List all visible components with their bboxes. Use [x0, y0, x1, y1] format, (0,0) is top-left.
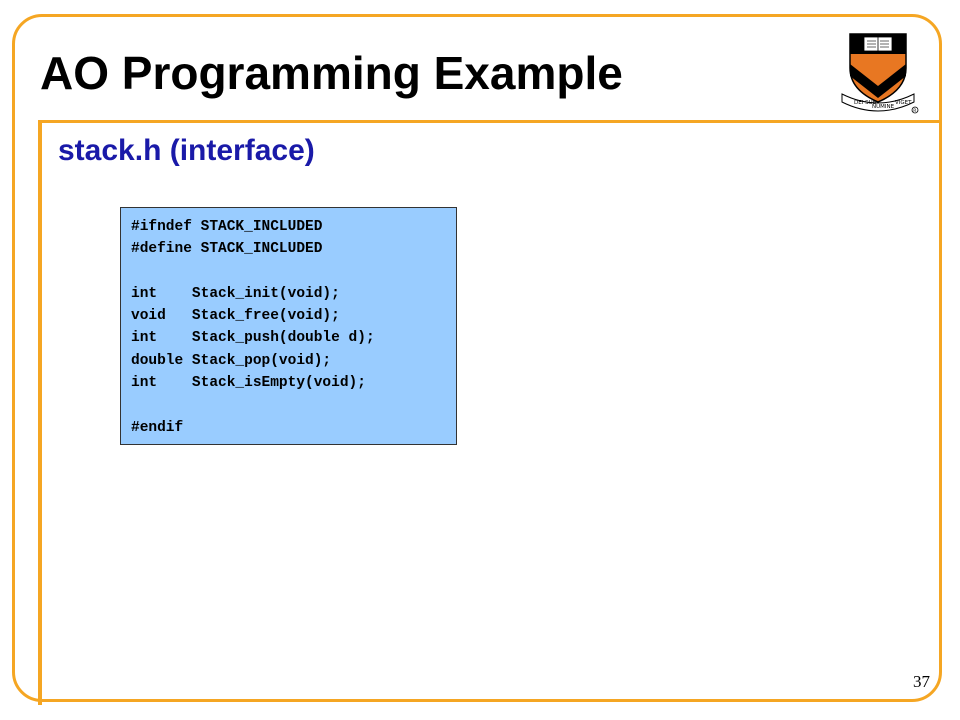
- code-block: #ifndef STACK_INCLUDED #define STACK_INC…: [120, 207, 457, 445]
- left-accent-bar: [38, 120, 42, 705]
- code-line: int Stack_push(double d);: [131, 330, 375, 347]
- princeton-shield-icon: DEI SUB NUMINE VIGET R: [841, 33, 919, 114]
- code-line: int Stack_init(void);: [131, 285, 340, 302]
- code-line: [131, 394, 456, 416]
- motto-left: DEI SUB: [854, 100, 877, 106]
- title-divider: [38, 120, 942, 123]
- code-line: #ifndef STACK_INCLUDED: [131, 219, 323, 235]
- slide-title: AO Programming Example: [40, 47, 623, 99]
- slide-subtitle: stack.h (interface): [58, 134, 315, 167]
- princeton-shield-logo: DEI SUB NUMINE VIGET R: [840, 28, 920, 114]
- code-line: [131, 261, 456, 283]
- motto-center: NUMINE: [872, 104, 895, 110]
- motto-right: VIGET: [895, 100, 912, 106]
- page-number: 37: [913, 672, 930, 691]
- code-line: void Stack_free(void);: [131, 308, 340, 325]
- code-line: #define STACK_INCLUDED: [131, 241, 323, 258]
- code-line: int Stack_isEmpty(void);: [131, 375, 366, 392]
- svg-text:R: R: [913, 108, 916, 114]
- code-line: #endif: [131, 419, 184, 436]
- code-line: double Stack_pop(void);: [131, 352, 332, 369]
- slide-frame: [12, 14, 942, 702]
